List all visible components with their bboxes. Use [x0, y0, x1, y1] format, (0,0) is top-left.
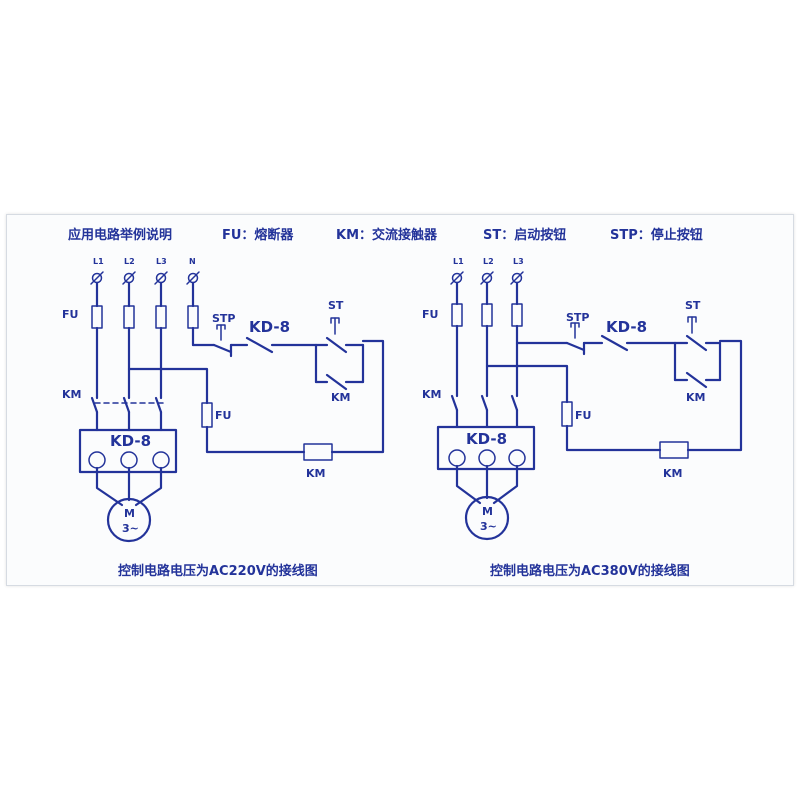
km-label: KM — [422, 388, 441, 401]
main-contacts — [90, 396, 165, 414]
left-diagram: L1 L2 L3 N — [62, 257, 385, 579]
st-label: ST — [328, 299, 344, 312]
relay-label: KD-8 — [110, 432, 151, 450]
legend-km: KM：交流接触器 — [336, 227, 438, 243]
right-diagram: L1 L2 L3 FU KM — [422, 257, 743, 579]
coil-label: KM — [663, 467, 682, 480]
motor — [455, 464, 519, 541]
ctrl-fu-label: FU — [215, 409, 231, 422]
km-label: KM — [62, 388, 81, 401]
main-power-lines — [455, 281, 519, 429]
terminal-label-l2: L2 — [483, 257, 494, 266]
motor-m: M — [482, 505, 493, 518]
terminal-label-l3: L3 — [156, 257, 167, 266]
stp-label: STP — [212, 312, 236, 325]
ctrl-fu-label: FU — [575, 409, 591, 422]
kd-label: KD-8 — [606, 318, 647, 336]
motor-phase: 3~ — [480, 520, 497, 533]
km-aux-label: KM — [331, 391, 350, 404]
stp-label: STP — [566, 311, 590, 324]
st-label: ST — [685, 299, 701, 312]
motor-phase: 3~ — [122, 522, 139, 535]
control-circuit — [127, 317, 385, 461]
power-fuses — [451, 303, 523, 327]
terminal-label-l3: L3 — [513, 257, 524, 266]
terminal-label-n: N — [189, 257, 196, 266]
caption: 控制电路电压为AC380V的接线图 — [490, 563, 690, 579]
kd-label: KD-8 — [249, 318, 290, 336]
terminal-label-l1: L1 — [93, 257, 104, 266]
coil-label: KM — [306, 467, 325, 480]
legend-st: ST：启动按钮 — [483, 227, 566, 243]
motor-m: M — [124, 507, 135, 520]
legend-fu: FU：熔断器 — [222, 227, 294, 243]
motor — [95, 466, 163, 543]
legend-stp: STP：停止按钮 — [610, 227, 703, 243]
relay-label: KD-8 — [466, 430, 507, 448]
caption: 控制电路电压为AC220V的接线图 — [118, 563, 318, 579]
legend-title: 应用电路举例说明 — [68, 227, 172, 243]
terminal-label-l2: L2 — [124, 257, 135, 266]
km-aux-label: KM — [686, 391, 705, 404]
power-fuses — [91, 305, 199, 329]
fu-label: FU — [422, 308, 438, 321]
main-power-lines — [95, 281, 195, 432]
control-circuit — [485, 316, 743, 459]
main-contacts — [450, 394, 519, 412]
diagram-frame — [6, 214, 794, 586]
terminal-symbols — [90, 271, 200, 285]
fu-label: FU — [62, 308, 78, 321]
terminal-label-l1: L1 — [453, 257, 464, 266]
